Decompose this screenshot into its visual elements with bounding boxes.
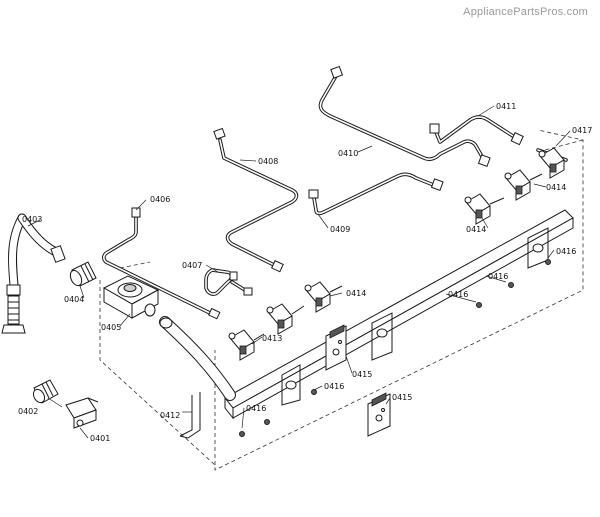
part-0412-feed-tube: [159, 316, 236, 439]
label-0417: 0417: [572, 126, 592, 135]
assembly-outline: [99, 129, 584, 471]
label-0410: 0410: [338, 149, 358, 158]
label-0416-d: 0416: [324, 382, 344, 391]
label-0416-c: 0416: [556, 247, 576, 256]
label-0412: 0412: [160, 411, 180, 420]
label-0414-a: 0414: [346, 289, 366, 298]
label-0406: 0406: [150, 195, 170, 204]
part-labels: 0403 0404 0405 0406 0407 0408 0409 0410 …: [18, 102, 592, 443]
label-0415-a: 0415: [352, 370, 372, 379]
label-0408: 0408: [258, 157, 278, 166]
part-0402-fitting: [32, 379, 59, 404]
label-0414-c: 0414: [546, 183, 566, 192]
part-0414-valve-c: [504, 169, 543, 201]
label-0401: 0401: [90, 434, 110, 443]
part-0403-flex-hose: [1, 213, 66, 334]
label-0413: 0413: [262, 334, 282, 343]
part-0411-tube: [429, 115, 524, 146]
label-0407: 0407: [182, 261, 202, 270]
gas-manifold-bar: [224, 209, 574, 420]
watermark: AppliancePartsPros.com: [463, 6, 588, 18]
label-0416-b: 0416: [488, 272, 508, 281]
label-0409: 0409: [330, 225, 350, 234]
label-0415-b: 0415: [392, 393, 412, 402]
label-0414-b: 0414: [466, 225, 486, 234]
part-0414-valve-b: [464, 193, 505, 225]
label-0416-e: 0416: [246, 404, 266, 413]
label-0403: 0403: [22, 215, 42, 224]
part-0408-tube: [213, 127, 299, 273]
part-0414-valve-d: [538, 147, 565, 179]
part-0410-tube: [318, 65, 491, 168]
label-0404: 0404: [64, 295, 84, 304]
label-0405: 0405: [101, 323, 121, 332]
part-0401-regulator: [65, 397, 99, 429]
part-0416-screws: [238, 258, 552, 437]
part-0413-valve: [228, 329, 265, 361]
part-0404-adapter: [69, 261, 97, 287]
part-0409-tube: [308, 172, 444, 216]
label-0402: 0402: [18, 407, 38, 416]
label-0416-a: 0416: [448, 290, 468, 299]
part-0415-switch-b: [367, 392, 391, 437]
label-0411: 0411: [496, 102, 516, 111]
part-0407-tube: [204, 268, 253, 296]
part-0414-valve-a: [304, 281, 343, 313]
part-0413-valve-b: [266, 303, 305, 335]
part-0415-switch-a: [325, 324, 347, 371]
leader-lines: [27, 105, 571, 439]
part-0405-regulator-body: [102, 275, 160, 319]
part-0406-tube: [102, 207, 221, 320]
